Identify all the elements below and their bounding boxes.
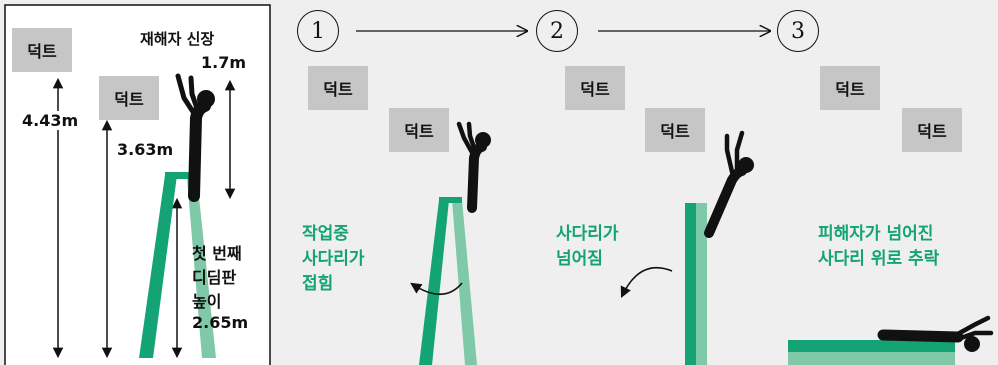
first-rung-label-1: 첫 번째 xyxy=(192,244,242,263)
scene3-fallen-worker xyxy=(877,315,994,352)
step-number-3: 3 xyxy=(777,10,819,52)
scene1-fold-arrow xyxy=(410,282,463,296)
step-number-1: 1 xyxy=(297,10,339,52)
scene2-fall-arrow xyxy=(620,266,673,299)
scene2-worker xyxy=(704,130,754,238)
scene3-caption-line1: 피해자가 넘어진 xyxy=(818,224,934,244)
duct-lower: 덕트 xyxy=(99,76,159,120)
scene1-caption-line2: 사다리가 xyxy=(302,249,365,269)
first-rung-value: 2.65m xyxy=(192,313,249,332)
scene3-ladder-top xyxy=(788,340,955,352)
scene2-duct-lower: 덕트 xyxy=(645,108,705,152)
ladder-rail-front xyxy=(139,175,177,358)
victim-height-title: 재해자 신장 xyxy=(140,30,215,48)
scene2-caption-line1: 사다리가 xyxy=(556,224,619,244)
scene3-caption-line2: 사다리 위로 추락 xyxy=(818,249,940,269)
worker-standing xyxy=(175,73,215,202)
scene3-duct-lower: 덕트 xyxy=(902,108,962,152)
scene1-ladder-rail-back xyxy=(452,200,477,365)
height-lower-duct-label: 3.63m xyxy=(117,140,174,159)
scene1-duct-upper: 덕트 xyxy=(308,66,368,110)
ladder-top xyxy=(165,172,197,179)
scene1-worker xyxy=(456,121,491,213)
scene2-ladder-front xyxy=(685,203,696,365)
scene3-duct-upper: 덕트 xyxy=(820,66,880,110)
scene1-duct-lower: 덕트 xyxy=(389,108,449,152)
scene3-ladder-bottom xyxy=(788,352,955,365)
scene2-ladder-back xyxy=(696,203,707,365)
scene2-duct-upper: 덕트 xyxy=(565,66,625,110)
scene1-caption-line1: 작업중 xyxy=(302,224,349,244)
scene1-caption-line3: 접힘 xyxy=(302,274,334,294)
scene2-caption-line2: 넘어짐 xyxy=(556,249,603,269)
victim-height-value: 1.7m xyxy=(201,53,247,72)
first-rung-label-2: 디딤판 xyxy=(192,268,237,287)
height-upper-duct-label: 4.43m xyxy=(22,111,79,130)
scene1-ladder-top xyxy=(439,197,462,203)
duct-upper: 덕트 xyxy=(12,28,72,72)
first-rung-label-3: 높이 xyxy=(192,292,222,311)
scene1-ladder-rail-front xyxy=(419,200,449,365)
step-number-2: 2 xyxy=(536,10,578,52)
ladder-rail-back xyxy=(187,178,216,358)
